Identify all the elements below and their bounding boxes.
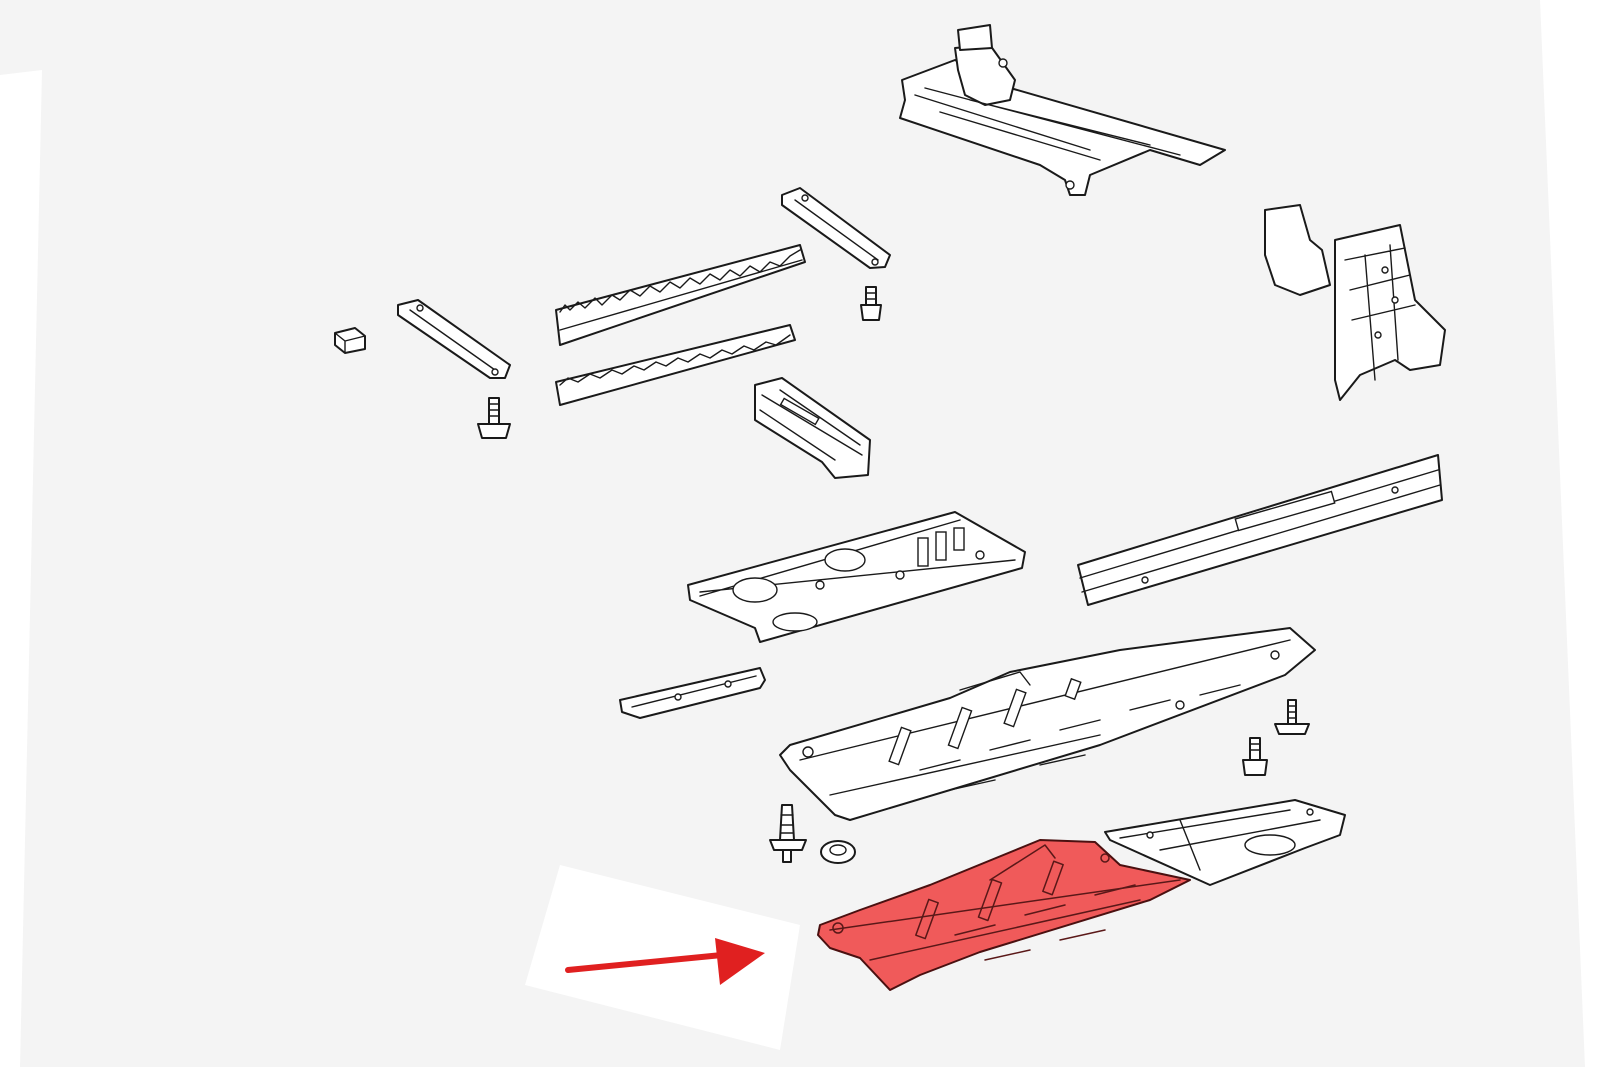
side-sill-rail-part xyxy=(1077,454,1443,606)
front-crossmember-part xyxy=(899,24,1226,196)
arrow-head xyxy=(715,938,765,985)
arrow-shaft xyxy=(565,952,725,973)
upper-diagonal-brace-part xyxy=(781,187,891,269)
upper-floor-rail-part xyxy=(555,244,806,346)
left-brace-part xyxy=(397,299,511,379)
side-member-bracket-part xyxy=(1264,204,1446,401)
rear-undercover-part xyxy=(1104,799,1346,886)
hex-nut-lower xyxy=(820,840,856,864)
screw-right-lower xyxy=(1242,737,1268,776)
screw-right-upper xyxy=(1274,699,1310,735)
channel-bracket-part xyxy=(754,377,871,479)
highlighted-undercover-shape xyxy=(817,839,1191,991)
left-edge-patch xyxy=(0,70,42,1067)
upper-undercover-part xyxy=(779,627,1316,821)
floor-pan-part xyxy=(687,511,1026,643)
small-reinforcement-bar-part xyxy=(619,667,766,719)
lower-floor-rail-part xyxy=(555,324,796,406)
right-edge-patch xyxy=(1540,0,1600,1067)
rubber-block-part xyxy=(334,327,366,354)
pointer-arrow xyxy=(565,938,765,985)
flange-bolt-left xyxy=(477,397,511,439)
arrow-backdrop-patch xyxy=(525,865,800,1050)
push-clip-lower xyxy=(769,804,807,863)
highlighted-undercover-part xyxy=(817,839,1191,991)
flange-bolt-upper xyxy=(860,286,882,321)
